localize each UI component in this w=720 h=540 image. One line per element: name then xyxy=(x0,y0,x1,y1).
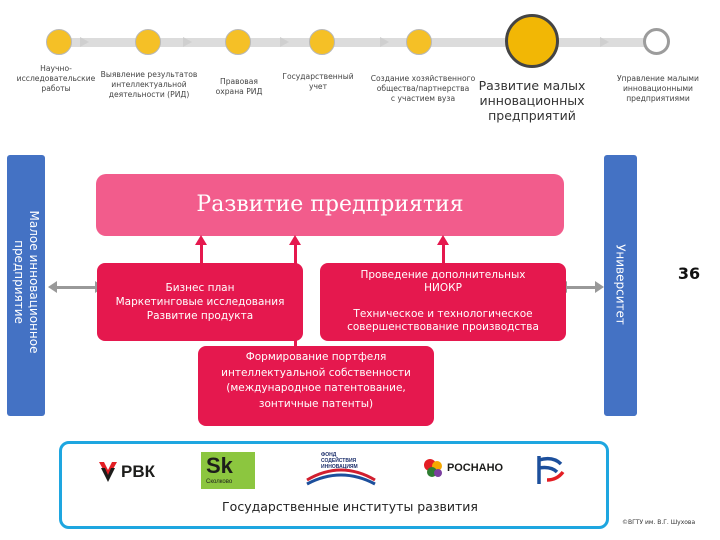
skolkovo-logo-subtext: Сколково xyxy=(206,479,233,485)
timeline-step-label: Правовая охрана РИД xyxy=(215,77,263,96)
timeline-arrow xyxy=(80,37,89,47)
timeline-dot xyxy=(225,29,251,55)
rnd-text: Проведение дополнительных НИОКР Техничес… xyxy=(347,269,539,333)
timeline-dot-next xyxy=(643,28,670,55)
up-arrow xyxy=(437,235,449,264)
up-arrow xyxy=(195,235,207,264)
skolkovo-logo-text: Sk xyxy=(206,453,233,478)
institutions-panel xyxy=(59,441,609,529)
skolkovo-logo: Sk Сколково xyxy=(201,452,255,489)
timeline-arrow xyxy=(380,37,389,47)
timeline-track xyxy=(60,38,656,47)
timeline-step-label-current: Развитие малых инновационных предприятий xyxy=(478,78,586,123)
timeline-dot xyxy=(46,29,72,55)
left-double-arrow xyxy=(48,281,104,293)
rosnano-logo: РОСНАНО xyxy=(422,455,503,483)
timeline-dot xyxy=(135,29,161,55)
timeline-step-label: Управление малыми инновационными предпри… xyxy=(617,74,699,103)
rvk-emblem-icon xyxy=(99,462,117,482)
timeline-step-label: Научно- исследовательские работы xyxy=(16,64,96,93)
small-enterprise-bar xyxy=(7,155,45,416)
enterprise-development-title: Развитие предприятия xyxy=(196,192,464,217)
page-number: 36 xyxy=(677,264,701,283)
timeline-step-label: Государственный учет xyxy=(282,72,354,91)
rosnano-logo-text: РОСНАНО xyxy=(447,462,504,474)
fond-emblem-icon xyxy=(306,468,376,486)
rvk-logo-text: РВК xyxy=(121,462,155,481)
copyright-text: ©ВГТУ им. В.Г. Шухова xyxy=(622,519,696,526)
rvk-logo: РВК xyxy=(97,457,165,485)
business-plan-box: Бизнес план Маркетинговые исследования Р… xyxy=(97,263,303,341)
timeline-dot xyxy=(309,29,335,55)
timeline-step-label: Создание хозяйственного общества/партнер… xyxy=(370,74,476,103)
frii-logo xyxy=(531,450,569,490)
timeline-arrow xyxy=(183,37,192,47)
enterprise-development-box: Развитие предприятия xyxy=(96,174,564,236)
university-label: Университет xyxy=(613,244,628,325)
business-plan-text: Бизнес план Маркетинговые исследования Р… xyxy=(115,282,285,322)
frii-emblem-icon xyxy=(537,456,565,484)
ip-portfolio-box: Формирование портфеля интеллектуальной с… xyxy=(198,346,434,426)
timeline-step-label: Выявление результатов интеллектуальной д… xyxy=(100,70,198,99)
rosnano-emblem-icon xyxy=(424,459,442,477)
small-enterprise-label: Малое инновационное предприятие xyxy=(12,210,41,354)
university-bar xyxy=(604,155,637,416)
timeline-arrow xyxy=(600,37,609,47)
fond-logo: ФОНД СОДЕЙСТВИЯ ИННОВАЦИЯМ xyxy=(303,450,379,490)
timeline-arrow xyxy=(280,37,289,47)
rnd-box: Проведение дополнительных НИОКР Техничес… xyxy=(320,263,566,341)
timeline-dot-current xyxy=(505,14,559,68)
timeline-dot xyxy=(406,29,432,55)
fond-logo-text: ФОНД СОДЕЙСТВИЯ ИННОВАЦИЯМ xyxy=(321,452,358,470)
ip-portfolio-text: Формирование портфеля интеллектуальной с… xyxy=(221,351,411,410)
institutions-title: Государственные институты развития xyxy=(222,499,478,514)
right-double-arrow xyxy=(558,281,604,293)
